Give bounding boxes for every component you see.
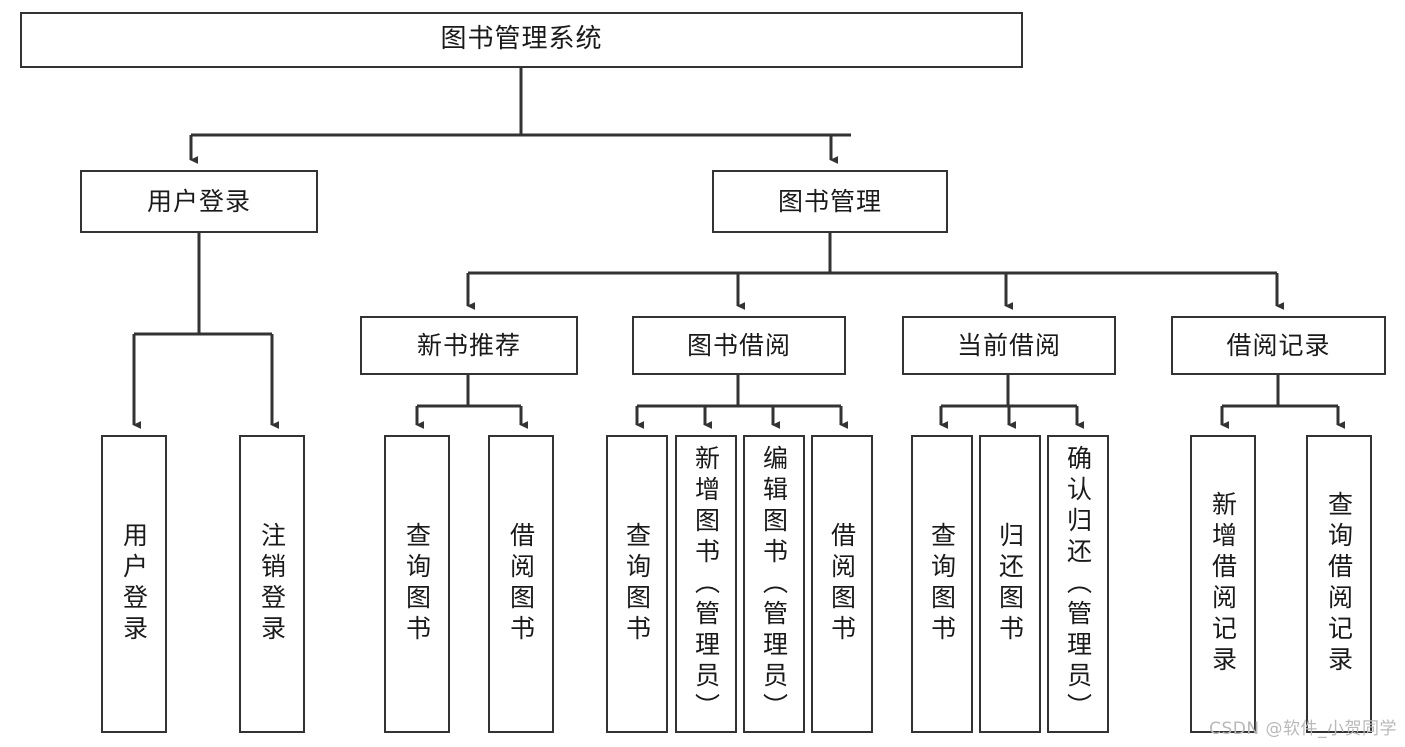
node-new-book-recommend-label: 新书推荐 [416, 330, 521, 360]
leaf-query-book-3-label: 查询图书 [927, 522, 957, 646]
leaf-add-book-label: 新增图书（管理员） [691, 444, 721, 724]
node-root-label: 图书管理系统 [440, 24, 603, 55]
node-new-book-recommend[interactable]: 新书推荐 [360, 316, 578, 375]
leaf-query-borrow-record[interactable]: 查询借阅记录 [1306, 435, 1372, 733]
leaf-user-login-label: 用户登录 [119, 522, 149, 646]
node-book-borrow-label: 图书借阅 [686, 330, 791, 360]
node-book-manage-label: 图书管理 [777, 186, 882, 216]
leaf-add-borrow-record[interactable]: 新增借阅记录 [1190, 435, 1256, 733]
node-borrow-record[interactable]: 借阅记录 [1171, 316, 1386, 375]
leaf-user-login[interactable]: 用户登录 [101, 435, 167, 733]
node-book-borrow[interactable]: 图书借阅 [632, 316, 846, 375]
node-user-login[interactable]: 用户登录 [80, 170, 318, 233]
leaf-query-book-3[interactable]: 查询图书 [911, 435, 973, 733]
leaf-borrow-book-2[interactable]: 借阅图书 [811, 435, 873, 733]
leaf-edit-book-label: 编辑图书（管理员） [759, 444, 789, 724]
node-current-borrow[interactable]: 当前借阅 [902, 316, 1116, 375]
leaf-query-book-1-label: 查询图书 [402, 522, 432, 646]
node-user-login-label: 用户登录 [146, 186, 251, 216]
leaf-return-book[interactable]: 归还图书 [979, 435, 1041, 733]
node-book-manage[interactable]: 图书管理 [712, 170, 948, 233]
leaf-borrow-book-1[interactable]: 借阅图书 [488, 435, 554, 733]
leaf-borrow-book-1-label: 借阅图书 [506, 522, 536, 646]
leaf-query-book-1[interactable]: 查询图书 [384, 435, 450, 733]
leaf-confirm-return-label: 确认归还（管理员） [1063, 444, 1093, 724]
leaf-logout[interactable]: 注销登录 [239, 435, 305, 733]
node-current-borrow-label: 当前借阅 [956, 330, 1061, 360]
leaf-add-borrow-record-label: 新增借阅记录 [1208, 491, 1238, 677]
leaf-confirm-return[interactable]: 确认归还（管理员） [1047, 435, 1109, 733]
leaf-query-book-2[interactable]: 查询图书 [606, 435, 668, 733]
leaf-logout-label: 注销登录 [257, 522, 287, 646]
leaf-return-book-label: 归还图书 [995, 522, 1025, 646]
watermark-text: CSDN @软件_小贺同学 [1209, 719, 1397, 739]
leaf-query-book-2-label: 查询图书 [622, 522, 652, 646]
node-borrow-record-label: 借阅记录 [1226, 330, 1331, 360]
leaf-edit-book[interactable]: 编辑图书（管理员） [743, 435, 805, 733]
node-root[interactable]: 图书管理系统 [20, 12, 1023, 68]
leaf-query-borrow-record-label: 查询借阅记录 [1324, 491, 1354, 677]
leaf-add-book[interactable]: 新增图书（管理员） [675, 435, 737, 733]
leaf-borrow-book-2-label: 借阅图书 [827, 522, 857, 646]
